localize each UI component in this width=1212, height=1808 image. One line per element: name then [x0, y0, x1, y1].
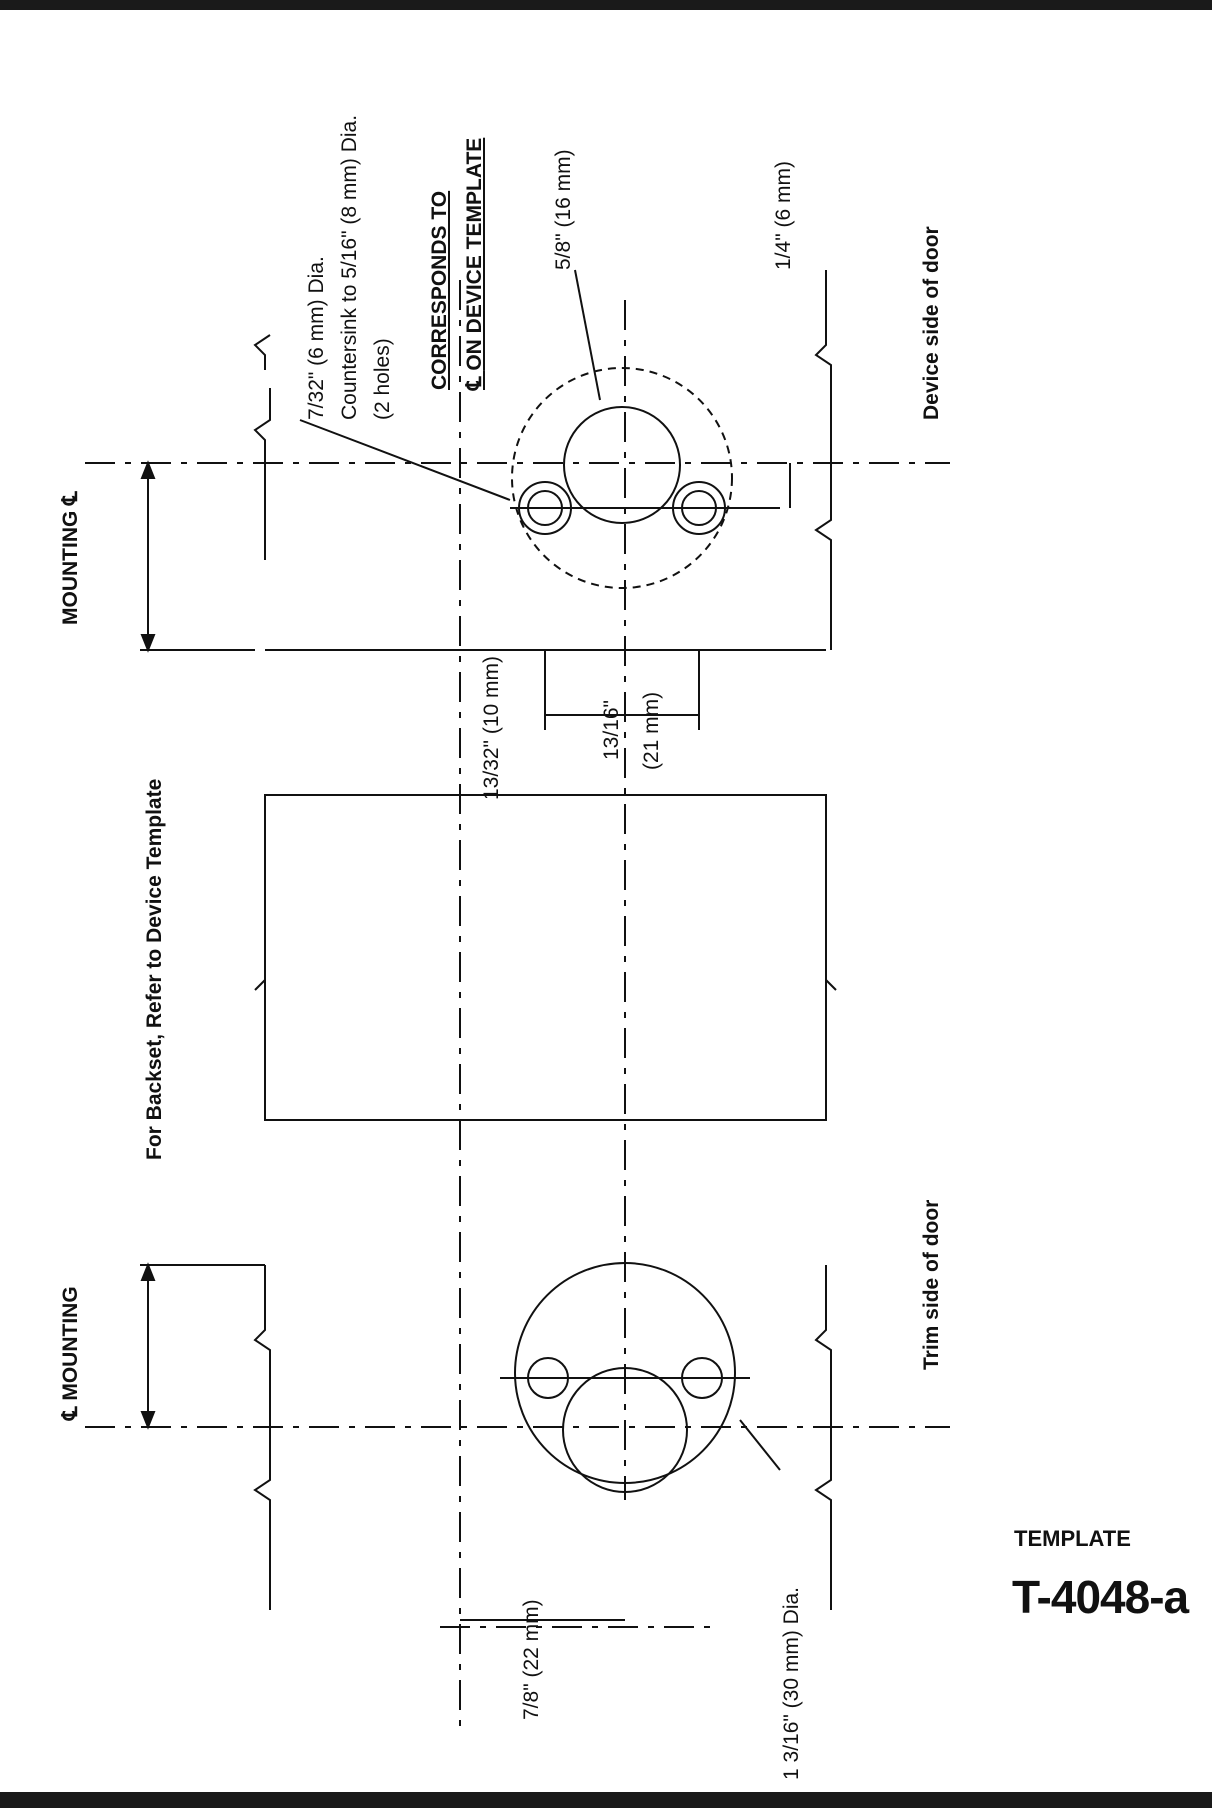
dashed-outline-circle	[511, 367, 733, 589]
trim-large-circle	[514, 1262, 736, 1484]
door-thickness-block	[264, 794, 827, 1121]
door-edge-top	[253, 388, 271, 560]
dim-13-16-bottom-label: (21 mm)	[640, 691, 663, 770]
dim-1-3-16-label: 1 3/16" (30 mm) Dia.	[780, 1586, 803, 1780]
top-border-bar	[0, 0, 1212, 10]
device-side-label: Device side of door	[920, 226, 943, 420]
hole-spec-line2: Countersink to 5/16" (8 mm) Dia.	[338, 114, 361, 420]
large-through-hole	[563, 406, 681, 524]
leader-5-8	[574, 269, 601, 401]
dim-5-8-label: 5/8" (16 mm)	[552, 149, 575, 270]
dim-13-16-top-label: 13/16"	[600, 699, 623, 760]
template-code: T-4048-a	[1012, 1571, 1189, 1623]
hole-spec-line1: 7/32" (6 mm) Dia.	[305, 256, 328, 420]
dim-7-8-label: 7/8" (22 mm)	[520, 1599, 543, 1720]
trim-edge-top	[253, 1265, 271, 1610]
door-edge-bottom	[814, 270, 832, 650]
template-word: TEMPLATE	[1014, 1526, 1131, 1551]
trim-edge-bottom	[814, 1265, 832, 1610]
mounting-label-top: MOUNTING ℄	[59, 491, 82, 625]
bottom-border-bar	[0, 1792, 1212, 1808]
dim-13-32-label: 13/32" (10 mm)	[480, 655, 503, 800]
trim-side-label: Trim side of door	[920, 1199, 943, 1370]
trim-inner-circle	[562, 1367, 688, 1493]
leader-hole-spec	[299, 419, 511, 501]
door-edge-top-b	[253, 334, 271, 370]
backset-note: For Backset, Refer to Device Template	[143, 778, 166, 1160]
corresponds-line2: ℄ ON DEVICE TEMPLATE	[463, 137, 486, 390]
dim-1-4-label: 1/4" (6 mm)	[772, 161, 795, 270]
mounting-label-bottom: ℄ MOUNTING	[59, 1286, 82, 1420]
hole-spec-line3: (2 holes)	[371, 338, 394, 420]
corresponds-line1: CORRESPONDS TO	[428, 190, 451, 390]
